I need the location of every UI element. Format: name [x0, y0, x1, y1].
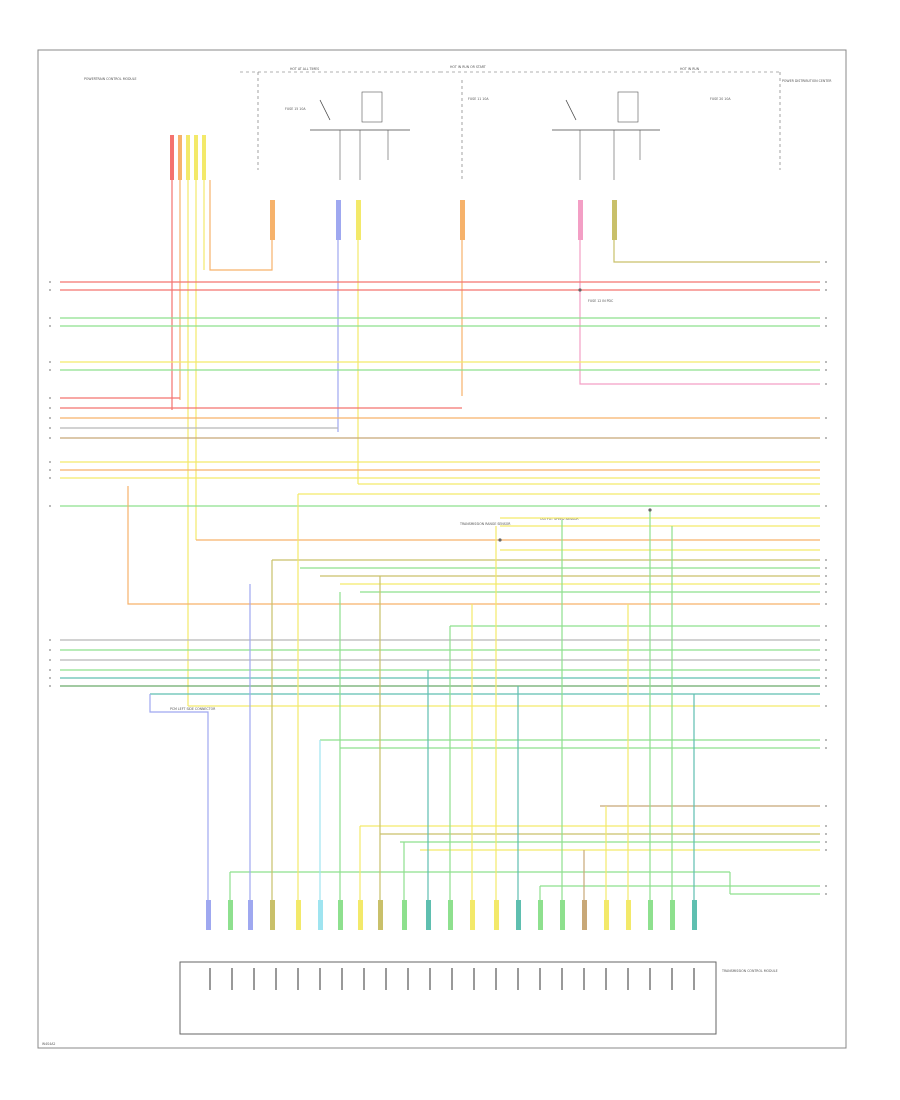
horizontal-wires	[60, 281, 820, 895]
bottom-module-connector	[179, 961, 717, 1035]
right-edge-pin-marks	[825, 261, 827, 895]
figure-code: W4S4A2	[42, 1042, 55, 1046]
bottom-connector-pins	[206, 900, 697, 930]
tcm-label: TRANSMISSION CONTROL MODULE	[721, 969, 778, 973]
vertical-wires-lower	[149, 494, 695, 905]
hot-at-all-times-label: HOT AT ALL TIMES	[290, 67, 319, 71]
pcm-connector-label: POWERTRAIN CONTROL MODULE	[84, 77, 137, 81]
splice-a-label: FUSE 12 IN PDC	[588, 299, 614, 303]
output-speed-label: OUTPUT SPEED SENSOR	[540, 517, 579, 521]
splice-b-label: TRANSMISSION RANGE SENSOR	[459, 522, 511, 526]
pcm-left-connector-label: PCM LEFT SIDE CONNECTOR	[170, 707, 216, 711]
fuse-20-label: FUSE 20 10A	[710, 97, 731, 101]
pdc-label: POWER DISTRIBUTION CENTER	[782, 79, 832, 83]
power-rails	[240, 71, 781, 170]
splice-points	[498, 288, 652, 542]
left-edge-pin-marks	[49, 281, 51, 687]
bottom-connector-pin-marks	[209, 968, 695, 990]
fuse-15-label: FUSE 15 10A	[285, 107, 306, 111]
top-connector-stubs	[170, 135, 617, 240]
relay-left	[310, 91, 410, 180]
diagram-border	[37, 49, 847, 1049]
relay-right	[552, 91, 660, 180]
hot-in-run-or-start-label: HOT IN RUN OR START	[450, 65, 486, 69]
fuse-11-label: FUSE 11 10A	[468, 97, 489, 101]
hot-in-run-label: HOT IN RUN	[680, 67, 700, 71]
